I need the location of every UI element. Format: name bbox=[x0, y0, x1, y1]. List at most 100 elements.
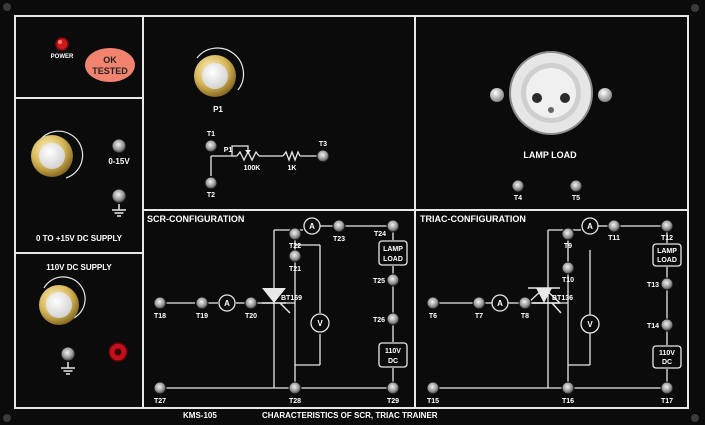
terminal-t24-socket[interactable] bbox=[386, 219, 400, 233]
lamp-load-title: LAMP LOAD bbox=[523, 150, 577, 160]
supply-15v-output-jack[interactable] bbox=[111, 138, 127, 154]
ammeter-label: A bbox=[224, 299, 230, 308]
triac-device-label: BT136 bbox=[552, 295, 573, 302]
terminal-t27-socket[interactable] bbox=[153, 381, 167, 395]
dc-box-dc-label: DC bbox=[662, 359, 672, 366]
terminal-t14-socket[interactable] bbox=[660, 318, 674, 332]
resistor-1k-label: 1K bbox=[288, 165, 297, 172]
terminal-t1-socket[interactable] bbox=[204, 139, 218, 153]
terminal-t28-socket[interactable] bbox=[288, 381, 302, 395]
power-led-icon bbox=[55, 37, 69, 51]
terminal-t21-label: T21 bbox=[289, 266, 301, 273]
terminal-t16-label: T16 bbox=[562, 398, 574, 405]
terminal-t20-label: T20 bbox=[245, 313, 257, 320]
supply-110v-knob[interactable] bbox=[39, 276, 86, 325]
terminal-t12-label: T12 bbox=[661, 235, 673, 242]
ground-icon bbox=[61, 362, 75, 375]
supply-15v-ground-jack[interactable] bbox=[111, 188, 127, 204]
triac-ammeter-top-icon: A bbox=[581, 217, 599, 235]
terminal-t7-socket[interactable] bbox=[472, 296, 486, 310]
terminal-t4-socket[interactable] bbox=[511, 179, 525, 193]
terminal-t26-socket[interactable] bbox=[386, 312, 400, 326]
corner-screw-icon bbox=[691, 4, 699, 12]
terminal-t10-label: T10 bbox=[562, 277, 574, 284]
p1-knob[interactable] bbox=[194, 47, 245, 97]
supply-110v-ground-jack[interactable] bbox=[60, 346, 76, 362]
terminal-t22-socket[interactable] bbox=[288, 227, 302, 241]
power-label: POWER bbox=[51, 54, 74, 60]
terminal-t7-label: T7 bbox=[475, 313, 483, 320]
load-box-label: LOAD bbox=[657, 257, 677, 264]
terminal-t18-label: T18 bbox=[154, 313, 166, 320]
terminal-t28-label: T28 bbox=[289, 398, 301, 405]
voltmeter-label: V bbox=[317, 319, 323, 328]
terminal-t29-socket[interactable] bbox=[386, 381, 400, 395]
load-box-label: LOAD bbox=[383, 256, 403, 263]
terminal-t23-socket[interactable] bbox=[332, 219, 346, 233]
terminal-t9-label: T9 bbox=[564, 243, 572, 250]
terminal-t25-label: T25 bbox=[373, 278, 385, 285]
resistor-100k-label: 100K bbox=[244, 165, 261, 172]
scr-wiring bbox=[160, 225, 394, 389]
terminal-t8-label: T8 bbox=[521, 313, 529, 320]
lamp-box-label: LAMP bbox=[383, 246, 403, 253]
power-led-glare bbox=[58, 40, 62, 44]
supply-110v-red-socket[interactable] bbox=[108, 342, 128, 362]
terminal-t15-label: T15 bbox=[427, 398, 439, 405]
terminal-t27-label: T27 bbox=[154, 398, 166, 405]
terminal-t17-socket[interactable] bbox=[660, 381, 674, 395]
terminal-t23-label: T23 bbox=[333, 236, 345, 243]
corner-screw-icon bbox=[3, 3, 11, 11]
terminal-t9-socket[interactable] bbox=[561, 227, 575, 241]
triac-lamp-load-box: LAMP LOAD bbox=[652, 243, 682, 267]
terminal-t2-label: T2 bbox=[207, 192, 215, 199]
triac-voltmeter-icon: V bbox=[580, 314, 600, 334]
ammeter-label: A bbox=[587, 222, 593, 231]
terminal-t3-label: T3 bbox=[319, 141, 327, 148]
dc-box-volt-label: 110V bbox=[659, 350, 675, 357]
wiper-arrow-icon bbox=[245, 150, 251, 154]
terminal-t5-socket[interactable] bbox=[569, 179, 583, 193]
scr-device-label: BT169 bbox=[281, 295, 302, 302]
terminal-t5-label: T5 bbox=[572, 195, 580, 202]
triac-symbol-icon bbox=[526, 287, 562, 314]
terminal-t18-socket[interactable] bbox=[153, 296, 167, 310]
terminal-t16-socket[interactable] bbox=[561, 381, 575, 395]
terminal-t6-label: T6 bbox=[429, 313, 437, 320]
ok-tested-badge: OK TESTED bbox=[85, 48, 135, 82]
terminal-t20-socket[interactable] bbox=[244, 296, 258, 310]
terminal-t15-socket[interactable] bbox=[426, 381, 440, 395]
terminal-t12-socket[interactable] bbox=[660, 219, 674, 233]
terminal-t21-socket[interactable] bbox=[288, 249, 302, 263]
footer-model-label: KMS-105 bbox=[183, 411, 217, 420]
terminal-t13-socket[interactable] bbox=[660, 277, 674, 291]
scr-symbol-icon bbox=[262, 288, 291, 314]
terminal-t26-label: T26 bbox=[373, 317, 385, 324]
supply-15v-knob[interactable] bbox=[31, 130, 84, 179]
scr-configuration-title: SCR-CONFIGURATION bbox=[147, 214, 244, 224]
terminal-t19-socket[interactable] bbox=[195, 296, 209, 310]
terminal-t2-socket[interactable] bbox=[204, 176, 218, 190]
scr-ammeter-top-icon: A bbox=[303, 217, 321, 235]
triac-110v-dc-box: 110V DC bbox=[652, 345, 682, 369]
tested-label: TESTED bbox=[92, 66, 128, 76]
terminal-t8-socket[interactable] bbox=[518, 296, 532, 310]
terminal-t10-socket[interactable] bbox=[561, 261, 575, 275]
terminal-t29-label: T29 bbox=[387, 398, 399, 405]
scr-110v-dc-box: 110V DC bbox=[378, 342, 408, 368]
corner-screw-icon bbox=[3, 414, 11, 422]
terminal-t11-socket[interactable] bbox=[607, 219, 621, 233]
scr-ammeter-icon: A bbox=[218, 294, 236, 312]
terminal-t25-socket[interactable] bbox=[386, 273, 400, 287]
footer-title-label: CHARACTERISTICS OF SCR, TRIAC TRAINER bbox=[262, 411, 438, 420]
terminal-t6-socket[interactable] bbox=[426, 296, 440, 310]
terminal-t24-label: T24 bbox=[374, 231, 386, 238]
scr-voltmeter-icon: V bbox=[310, 313, 330, 333]
terminal-t3-socket[interactable] bbox=[316, 149, 330, 163]
terminal-t11-label: T11 bbox=[608, 235, 620, 242]
scr-lamp-load-box: LAMP LOAD bbox=[378, 240, 408, 266]
terminal-t14-label: T14 bbox=[647, 323, 659, 330]
p1-label: P1 bbox=[213, 105, 223, 114]
